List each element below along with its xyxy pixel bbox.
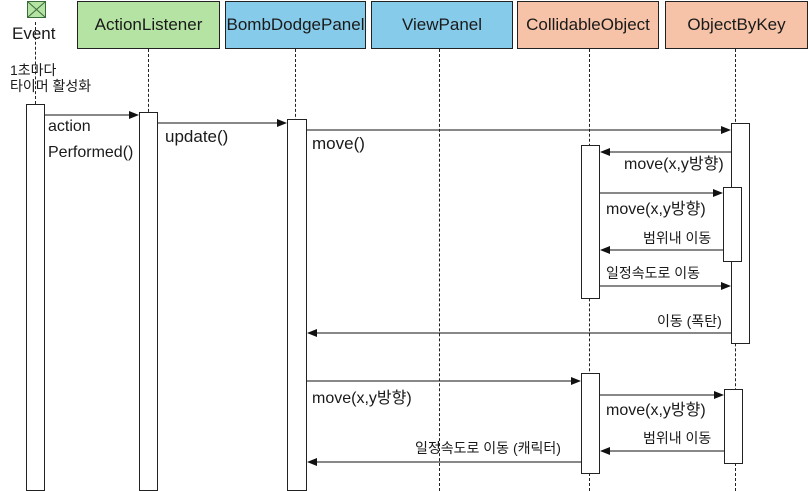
msg-character-move: 일정속도로 이동 (캐릭터) bbox=[415, 440, 561, 456]
participant-bombdodgepanel: BombDodgePanel bbox=[225, 1, 366, 49]
lifeline-viewpanel bbox=[439, 49, 440, 491]
participant-objectbykey: ObjectByKey bbox=[665, 1, 808, 49]
msg-range-move-1: 범위내 이동 bbox=[643, 230, 712, 246]
participant-viewpanel: ViewPanel bbox=[371, 1, 513, 49]
msg-move-xy-3: move(x,y방향) bbox=[312, 390, 412, 407]
activation-objectbykey-nested bbox=[723, 187, 742, 262]
event-label: Event bbox=[12, 24, 56, 43]
timer-note-line2: 타이머 활성화 bbox=[10, 78, 92, 94]
msg-move-xy-1: move(x,y방향) bbox=[624, 156, 724, 173]
activation-objectbykey-2 bbox=[724, 389, 743, 464]
msg-bomb-move: 이동 (폭탄) bbox=[657, 313, 722, 329]
msg-constant-speed-1: 일정속도로 이동 bbox=[606, 265, 701, 281]
lifeline-event bbox=[35, 22, 36, 104]
msg-actionperformed-line1: action bbox=[48, 118, 91, 135]
participant-actionlistener: ActionListener bbox=[77, 1, 220, 49]
msg-update: update() bbox=[165, 127, 229, 146]
activation-collidableobject-1 bbox=[581, 145, 600, 299]
activation-collidableobject-2 bbox=[581, 373, 600, 474]
msg-move-xy-4: move(x,y방향) bbox=[606, 402, 706, 419]
msg-move: move() bbox=[312, 134, 365, 153]
boundary-box-icon bbox=[27, 1, 46, 18]
msg-range-move-2: 범위내 이동 bbox=[643, 430, 712, 446]
msg-move-xy-2: move(x,y방향) bbox=[606, 201, 706, 218]
participant-collidableobject: CollidableObject bbox=[517, 1, 659, 49]
msg-actionperformed-line2: Performed() bbox=[48, 144, 134, 161]
timer-note-line1: 1초마다 bbox=[10, 62, 57, 78]
